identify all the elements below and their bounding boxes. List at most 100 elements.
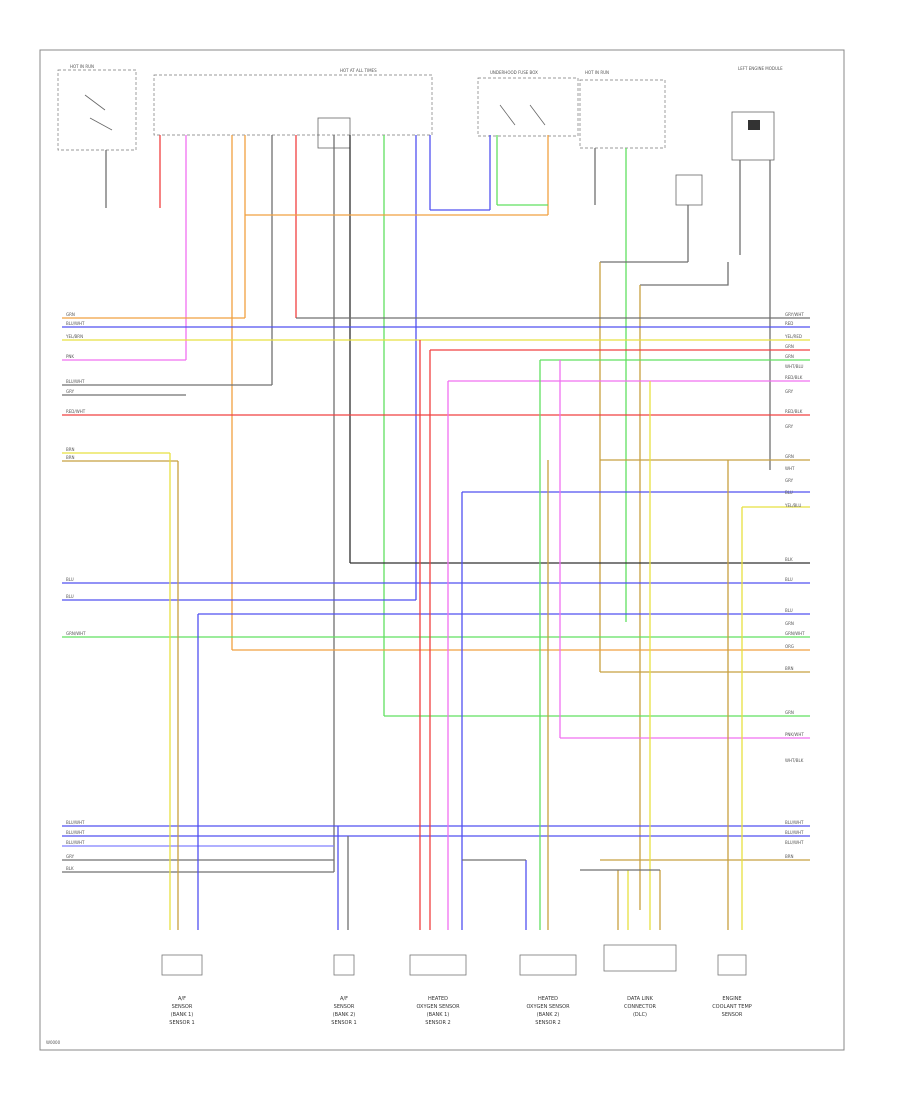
left-wire-label: BLU/WHT	[66, 820, 85, 825]
right-engine-module: LEFT ENGINE MODULE	[731, 66, 783, 161]
svg-text:SENSOR 2: SENSOR 2	[535, 1020, 560, 1026]
right-wire-label: GRY/WHT	[785, 312, 804, 317]
ho2s-bank1-label: HEATED OXYGEN SENSOR (BANK 1) SENSOR 2	[416, 996, 460, 1026]
right-wire-label: BLU/WHT	[785, 820, 804, 825]
right-wire-label: GRY	[785, 424, 794, 429]
af-sensor-bank1-label: A/F SENSOR (BANK 1) SENSOR 1	[169, 996, 194, 1026]
right-wire-label: GRN	[785, 621, 794, 626]
relay-block: HOT IN RUN	[579, 70, 666, 149]
svg-text:HEATED: HEATED	[538, 996, 558, 1002]
svg-text:DATA LINK: DATA LINK	[627, 996, 653, 1002]
left-wire-label: GRY	[66, 854, 75, 859]
right-wire-label: GRN	[785, 454, 794, 459]
left-wire-label: GRY	[66, 389, 75, 394]
right-wire-label: GRN	[785, 344, 794, 349]
svg-text:CONNECTOR: CONNECTOR	[624, 1004, 657, 1010]
top-fuse-block: HOT AT ALL TIMES	[153, 68, 433, 136]
ect-sensor-connector	[717, 954, 747, 976]
svg-text:ENGINE: ENGINE	[722, 996, 741, 1002]
right-wire-label: GRN/WHT	[785, 631, 805, 636]
right-wire-label: BLU/WHT	[785, 830, 804, 835]
left-wire-label: GRN/WHT	[66, 631, 86, 636]
right-wire-label: BRN	[785, 666, 794, 671]
af-sensor-bank1-connector	[161, 954, 203, 976]
af-sensor-bank2-label: A/F SENSOR (BANK 2) SENSOR 1	[331, 996, 356, 1026]
right-wire-label: BLU	[785, 608, 793, 613]
svg-text:A/F: A/F	[340, 996, 348, 1002]
top-left-switch: HOT IN RUN	[57, 64, 137, 151]
top-vertical-wires	[105, 135, 771, 910]
svg-text:(BANK 1): (BANK 1)	[427, 1012, 450, 1018]
right-module-title: LEFT ENGINE MODULE	[738, 66, 783, 71]
left-wire-label: GRN	[66, 312, 75, 317]
right-wire-label: GRY	[785, 389, 794, 394]
left-top-relay	[675, 174, 703, 206]
left-wire-label: YEL/BRN	[65, 334, 83, 339]
right-wire-label: ORG	[785, 644, 794, 649]
ho2s-bank2-label: HEATED OXYGEN SENSOR (BANK 2) SENSOR 2	[526, 996, 570, 1026]
relay-block-title: HOT IN RUN	[585, 70, 609, 75]
ho2s-bank1-connector	[409, 954, 467, 976]
right-wire-label: GRN	[785, 354, 794, 359]
diagram-id: W0000	[46, 1040, 61, 1045]
bottom-vertical-wires	[169, 340, 743, 930]
left-wire-labels: GRN BLU/WHT YEL/BRN PNK BLU/WHT GRY RED/…	[65, 312, 86, 871]
svg-text:(BANK 2): (BANK 2)	[333, 1012, 356, 1018]
dlc-connector	[603, 944, 677, 972]
diagram-frame	[39, 49, 845, 1051]
svg-text:HEATED: HEATED	[428, 996, 448, 1002]
left-wire-label: BRN	[66, 447, 75, 452]
dlc-label: DATA LINK CONNECTOR (DLC)	[624, 996, 657, 1018]
svg-text:SENSOR 2: SENSOR 2	[425, 1020, 450, 1026]
af-sensor-bank2-connector	[333, 954, 355, 976]
left-wire-label: BLU/WHT	[66, 321, 85, 326]
ho2s-bank2-connector	[519, 954, 577, 976]
svg-text:OXYGEN SENSOR: OXYGEN SENSOR	[526, 1004, 570, 1010]
fuse-block-title: HOT AT ALL TIMES	[340, 68, 377, 73]
left-wire-label: BLU	[66, 577, 74, 582]
left-wire-label: BLU	[66, 594, 74, 599]
svg-text:A/F: A/F	[178, 996, 186, 1002]
underhood-fuse-box: UNDERHOOD FUSE BOX	[477, 70, 579, 137]
right-wire-label: WHT/BLU	[785, 364, 804, 369]
svg-text:OXYGEN SENSOR: OXYGEN SENSOR	[416, 1004, 460, 1010]
underhood-title: UNDERHOOD FUSE BOX	[490, 70, 538, 75]
svg-text:(BANK 2): (BANK 2)	[537, 1012, 560, 1018]
right-wire-label: GRN	[785, 710, 794, 715]
svg-text:SENSOR 1: SENSOR 1	[169, 1020, 194, 1026]
switch-title: HOT IN RUN	[70, 64, 94, 69]
svg-text:SENSOR: SENSOR	[334, 1004, 355, 1010]
right-wire-labels: GRY/WHT RED YEL/RED GRN GRN WHT/BLU RED/…	[784, 312, 805, 859]
right-wire-label: RED/BLK	[785, 375, 803, 380]
right-wire-label: BLU	[785, 577, 793, 582]
left-wire-label: PNK	[66, 354, 74, 359]
right-wire-label: YEL/RED	[784, 334, 802, 339]
right-wire-label: WHT	[785, 466, 795, 471]
left-wire-label: BLK	[66, 866, 74, 871]
svg-text:COOLANT TEMP: COOLANT TEMP	[712, 1004, 752, 1010]
svg-text:(DLC): (DLC)	[633, 1012, 647, 1018]
left-wire-label: BRN	[66, 455, 75, 460]
svg-text:SENSOR: SENSOR	[172, 1004, 193, 1010]
right-wire-label: PNK/WHT	[785, 732, 804, 737]
left-wire-label: BLU/WHT	[66, 379, 85, 384]
left-wire-label: RED/WHT	[66, 409, 86, 414]
ect-sensor-label: ENGINE COOLANT TEMP SENSOR	[712, 996, 752, 1018]
right-wire-label: GRY	[785, 478, 794, 483]
horizontal-bus-wires	[62, 317, 810, 873]
left-wire-label: BLU/WHT	[66, 830, 85, 835]
bottom-connectors	[161, 944, 747, 976]
right-wire-label: RED	[785, 321, 793, 326]
svg-text:(BANK 1): (BANK 1)	[171, 1012, 194, 1018]
right-wire-label: YEL/BLU	[784, 503, 801, 508]
bottom-component-labels: A/F SENSOR (BANK 1) SENSOR 1 A/F SENSOR …	[169, 996, 752, 1026]
right-wire-label: RED/BLK	[785, 409, 803, 414]
svg-text:SENSOR 1: SENSOR 1	[331, 1020, 356, 1026]
right-wire-label: BLU/WHT	[785, 840, 804, 845]
left-wire-label: BLU/WHT	[66, 840, 85, 845]
right-wire-label: WHT/BLK	[785, 758, 804, 763]
right-wire-label: BLK	[785, 557, 793, 562]
svg-text:SENSOR: SENSOR	[722, 1012, 743, 1018]
right-wire-label: BLU	[785, 490, 793, 495]
right-wire-label: BRN	[785, 854, 794, 859]
